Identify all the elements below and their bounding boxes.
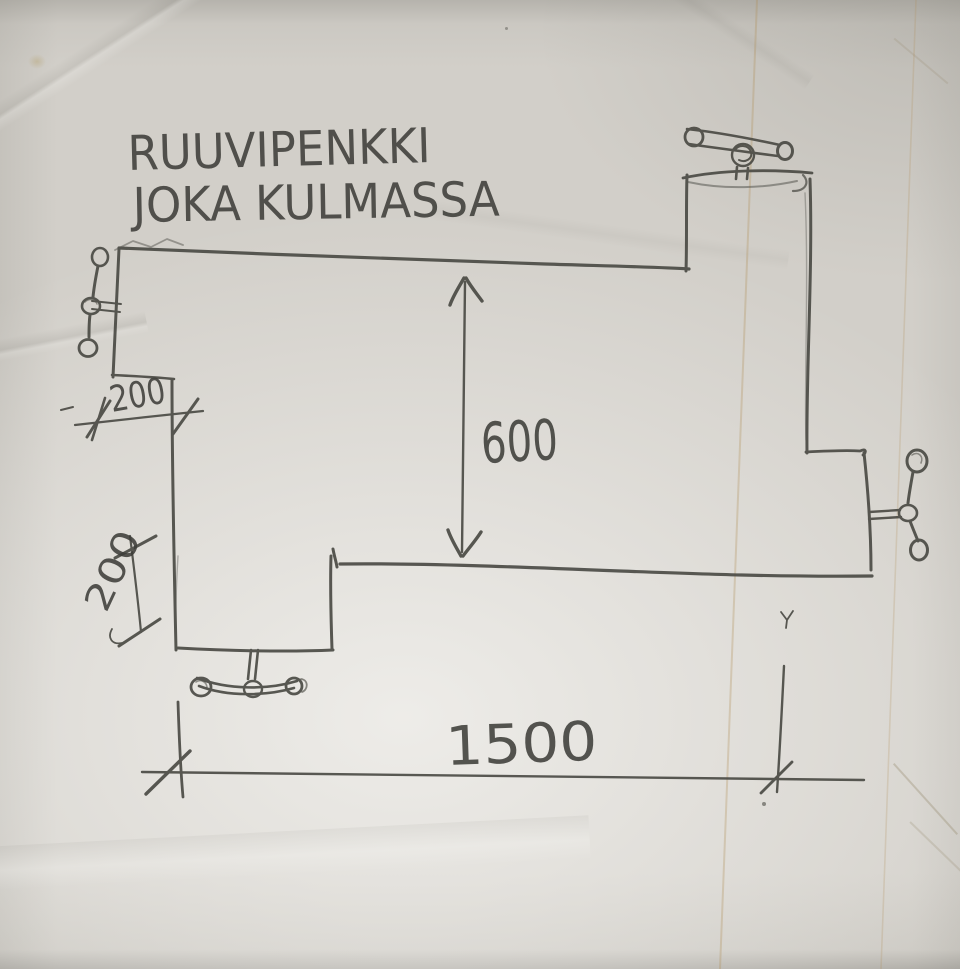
pencil-strokes xyxy=(60,126,929,799)
vise-sketch-bottom xyxy=(189,648,308,699)
dim-200-notch-lines xyxy=(109,534,162,648)
dim-200-step-lines xyxy=(60,396,205,442)
vise-sketch-right xyxy=(867,448,929,562)
vise-sketch-top-right xyxy=(683,126,794,181)
dim-600-arrow xyxy=(446,276,484,558)
note-title-line1: RUUVIPENKKI xyxy=(127,118,431,182)
dim-1500-lines xyxy=(140,610,866,799)
handwritten-labels: RUUVIPENKKI JOKA KULMASSA 600 200 200 15… xyxy=(77,118,598,778)
paper-speck xyxy=(762,802,766,806)
dim-label-1500: 1500 xyxy=(444,710,598,778)
dim-label-600: 600 xyxy=(479,408,559,477)
vise-sketch-left xyxy=(77,246,122,358)
paper-speck xyxy=(505,27,508,30)
dim-label-200-step: 200 xyxy=(106,371,168,421)
bench-outline xyxy=(110,169,874,653)
note-title-line2: JOKA KULMASSA xyxy=(129,172,500,234)
